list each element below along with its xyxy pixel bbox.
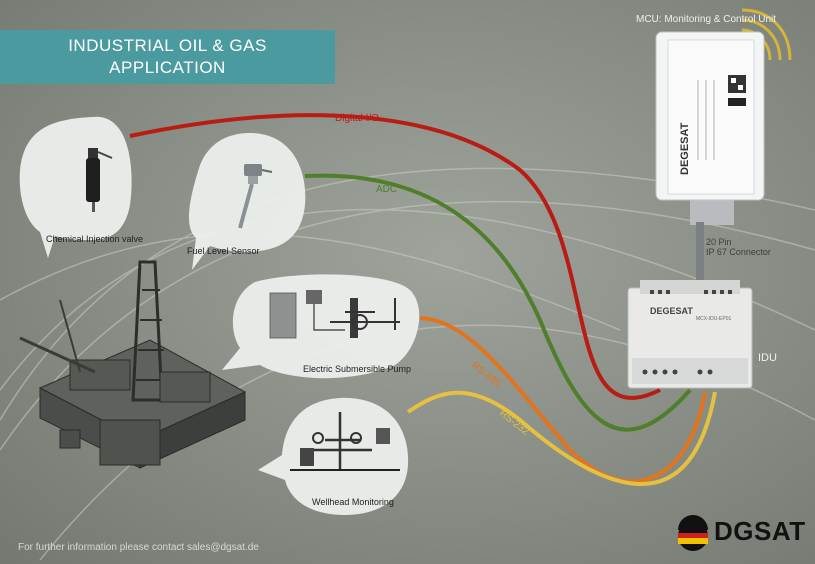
bubble-wellhead xyxy=(258,397,409,515)
chemical-injection-valve-icon xyxy=(86,148,113,212)
label-electric-submersible-pump: Electric Submersible Pump xyxy=(303,364,412,374)
bubble-esp xyxy=(222,274,420,379)
wire-digital-io xyxy=(129,113,661,400)
title-line2: APPLICATION xyxy=(109,58,226,77)
bubble-chemical-injection xyxy=(19,116,132,258)
mcu-brand-text: DEGESAT xyxy=(679,122,691,175)
label-wellhead-monitoring: Wellhead Monitoring xyxy=(312,497,394,507)
wire-rs232 xyxy=(406,390,717,487)
label-fuel-level-sensor: Fuel Level Sensor xyxy=(187,246,260,256)
label-mcu: MCU: Monitoring & Control Unit xyxy=(636,14,777,25)
footer-contact: For further information please contact s… xyxy=(18,542,259,553)
title-line1: INDUSTRIAL OIL & GAS xyxy=(68,36,267,55)
fuel-level-sensor-icon xyxy=(238,164,273,229)
label-idu: IDU xyxy=(758,352,777,364)
dgsat-logo-icon xyxy=(678,515,708,551)
mcu-device: DEGESAT xyxy=(655,8,792,302)
idu-model-text: MCX-IDU-EP01 xyxy=(696,316,732,322)
oil-platform-icon xyxy=(19,260,247,469)
label-connector-pins: 20 Pin xyxy=(706,237,732,247)
electric-submersible-pump-icon xyxy=(269,290,400,339)
label-connector-rating: IP 67 Connector xyxy=(706,247,771,257)
idu-brand-text: DEGESAT xyxy=(650,306,693,316)
label-digital-io: Digital I/O xyxy=(335,113,379,124)
label-adc: ADC xyxy=(376,184,398,195)
label-chemical-injection: Chemical Injection valve xyxy=(46,234,144,244)
idu-device: DEGESAT MCX-IDU-EP01 xyxy=(627,280,753,389)
dgsat-logo-text: DGSAT xyxy=(714,516,806,546)
wire-adc xyxy=(304,173,692,432)
page-title: INDUSTRIAL OIL & GAS APPLICATION xyxy=(0,30,335,84)
wire-rs485 xyxy=(419,316,707,484)
wellhead-monitoring-icon xyxy=(290,412,400,471)
